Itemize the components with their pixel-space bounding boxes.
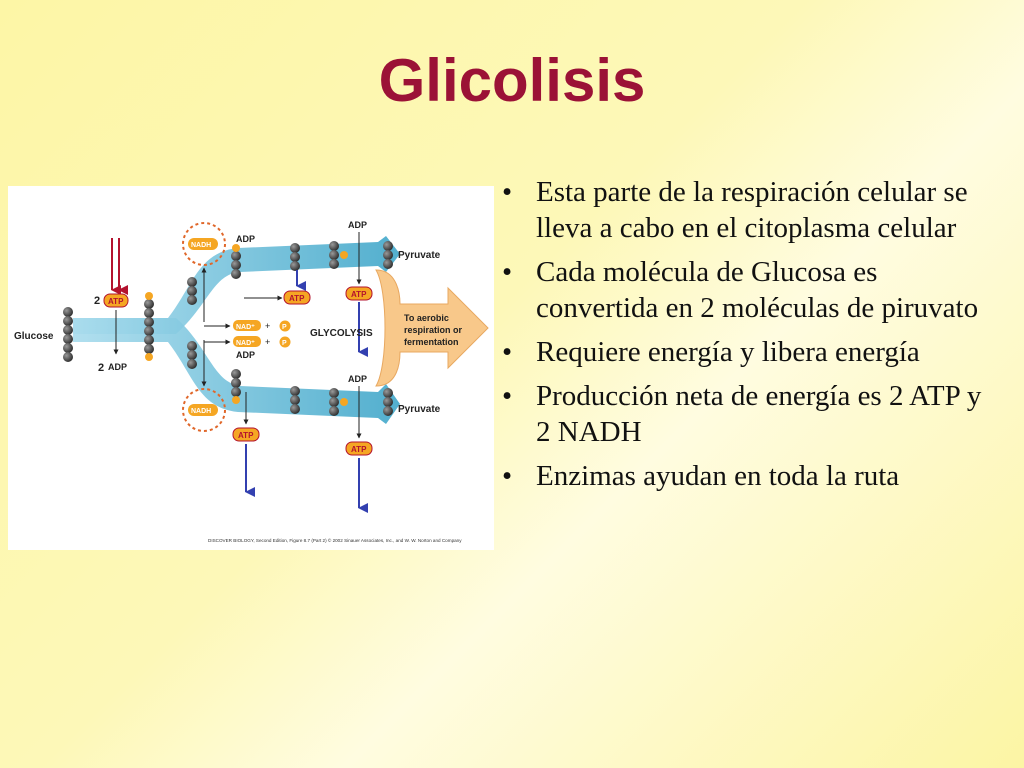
atp-label-1: ATP: [289, 294, 305, 303]
adp-label-4: ADP: [348, 374, 367, 384]
phosphate-tags: [145, 244, 348, 406]
bullet-item: Cada molécula de Glucosa es convertida e…: [496, 254, 996, 326]
figure-caption: DISCOVER BIOLOGY, Second Edition, Figure…: [208, 537, 462, 543]
plus-sign-top: +: [265, 321, 270, 331]
pyruvate-label-bottom: Pyruvate: [398, 404, 441, 415]
pathway-lower: [73, 318, 400, 424]
atp-label-2: ATP: [351, 290, 367, 299]
atp-badge-2: [345, 286, 373, 301]
atp-label-3: ATP: [238, 431, 254, 440]
g3p-molecule-top: [187, 241, 393, 305]
atp-label-4: ATP: [351, 445, 367, 454]
nad-badge-top: [233, 320, 261, 331]
bullet-item: Producción neta de energía es 2 ATP y 2 …: [496, 378, 996, 450]
aerobic-arrow: [375, 269, 489, 387]
nadh-badge-top: [188, 238, 218, 250]
nad-label-top: NAD⁺: [236, 324, 255, 331]
glucose-label: Glucose: [14, 331, 54, 342]
atp-badge-1: [283, 290, 311, 305]
atp-input-count: 2: [94, 295, 100, 307]
aerobic-label-line1: To aerobic: [404, 313, 449, 323]
nadh-label-top: NADH: [191, 242, 211, 249]
phosphate-label-bottom: P: [282, 340, 287, 347]
bullet-item: Enzimas ayudan en toda la ruta: [496, 458, 996, 494]
nadh-circle-top: [182, 222, 226, 266]
adp-label-2: ADP: [348, 220, 367, 230]
adp-label-3: ADP: [236, 350, 255, 360]
glucose-molecule: [63, 307, 73, 362]
pathway-upper: [73, 236, 400, 334]
bullet-list: Esta parte de la respiración celular se …: [496, 174, 996, 502]
nad-badge-bottom: [233, 336, 261, 347]
adp-output-label: ADP: [108, 362, 127, 372]
bullet-item: Requiere energía y libera energía: [496, 334, 996, 370]
atp-input-label: ATP: [108, 297, 124, 306]
atp-badge-3: [232, 427, 260, 442]
fructose-bisphosphate-molecule: [144, 299, 154, 354]
nadh-circle-bottom: [182, 388, 226, 432]
plus-sign-bottom: +: [265, 337, 270, 347]
phosphate-bottom: [279, 336, 291, 348]
bullet-item: Esta parte de la respiración celular se …: [496, 174, 996, 246]
phosphate-label-top: P: [282, 324, 287, 331]
aerobic-label-line2: respiration or: [404, 325, 463, 335]
atp-badge-4: [345, 441, 373, 456]
pyruvate-label-top: Pyruvate: [398, 250, 441, 261]
nad-label-bottom: NAD⁺: [236, 340, 255, 347]
glycolysis-label: GLYCOLYSIS: [310, 328, 373, 339]
atp-input-badge: [103, 293, 129, 308]
adp-label-1: ADP: [236, 234, 255, 244]
glycolysis-figure: 2 ATP 2 ADP NADH NADH NAD⁺ + P NAD⁺ + P …: [8, 186, 494, 550]
g3p-molecule-bottom: [187, 341, 393, 416]
nadh-label-bottom: NADH: [191, 408, 211, 415]
slide-title: Glicolisis: [378, 47, 646, 114]
aerobic-label-line3: fermentation: [404, 337, 459, 347]
adp-output-count: 2: [98, 362, 104, 374]
nadh-badge-bottom: [188, 404, 218, 416]
phosphate-top: [279, 320, 291, 332]
